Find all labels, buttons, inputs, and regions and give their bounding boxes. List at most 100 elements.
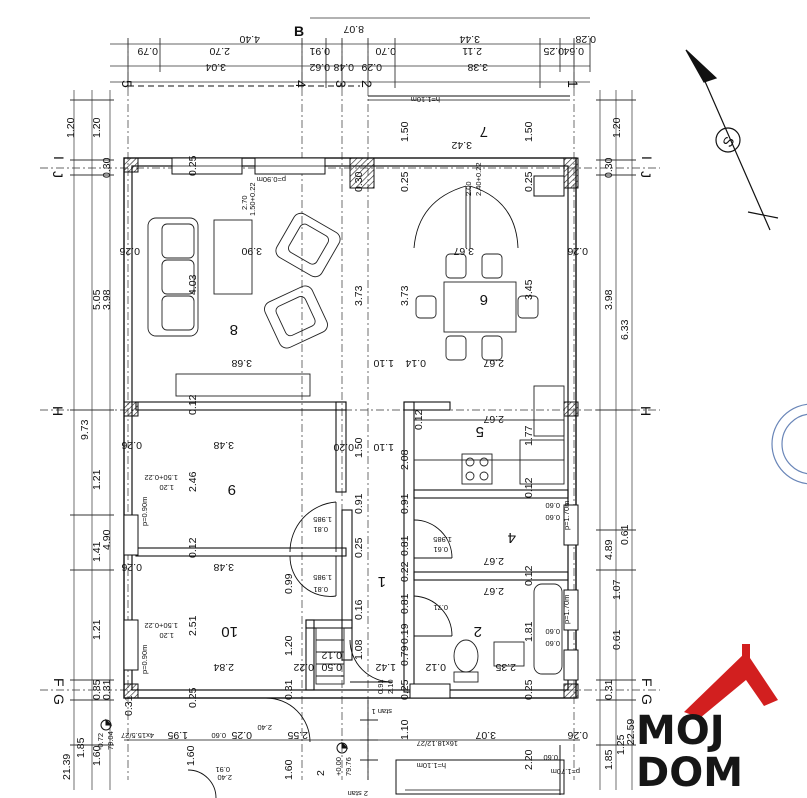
axis-1: 1	[565, 80, 581, 88]
right-dim: 0.31	[603, 679, 615, 700]
dim-label: 1.50	[353, 437, 365, 458]
right-dim: 6.33	[619, 319, 631, 340]
dim-label: 0.81	[399, 535, 411, 556]
dim-label: 0.12	[523, 477, 535, 498]
left-dim: 1.60	[91, 745, 103, 766]
left-dim: 0.30	[101, 157, 113, 178]
dim-label: -0.72	[96, 733, 105, 750]
dim-label: 1.20	[283, 635, 295, 656]
dim-label: 0.26	[121, 561, 142, 573]
left-dim: 1.60	[185, 745, 197, 766]
left-dim: 5.05	[91, 289, 103, 310]
dim-label: 0.30	[353, 171, 365, 192]
room-number: 7	[480, 123, 488, 140]
dim-label: 1.50	[399, 121, 411, 142]
right-dim: 0.61	[611, 629, 623, 650]
dim-label: h=1.10m	[411, 95, 440, 104]
dim-label: 1.95	[167, 729, 188, 741]
dim-label: 0.26	[121, 439, 142, 451]
room-number: 9	[228, 481, 236, 498]
right-dim: 22.59	[625, 719, 637, 745]
dim-label: 0.60	[211, 731, 226, 740]
dim-label: 2.00	[464, 181, 473, 196]
dim-label: 0.60	[545, 639, 560, 648]
dim-label: 2.67	[483, 413, 504, 425]
left-dim: 4.90	[101, 529, 113, 550]
dim-label: h=1.10m	[417, 761, 446, 770]
axis-left-h: H	[50, 406, 66, 416]
dim-label: 0.22	[399, 561, 411, 582]
roof-icon	[684, 652, 778, 718]
dim-label: 0.60	[543, 753, 558, 762]
dim-label: 0.22	[293, 661, 314, 673]
top-dim: 3.04	[205, 61, 226, 73]
dim-label: 2.67	[483, 585, 504, 597]
top-dim: 4.40	[239, 33, 260, 45]
dim-label: 1.60	[283, 759, 295, 780]
dim-label: 1.50+0.22	[144, 473, 178, 482]
dim-label: 0.91	[215, 765, 230, 774]
north-arrow-icon	[685, 49, 779, 231]
dim-label: 2.40	[257, 723, 272, 732]
dim-label: 2.40+0.22	[474, 162, 483, 196]
dim-label: 0.60	[545, 513, 560, 522]
right-dim: 1.85	[603, 749, 615, 770]
dim-label: 0.31	[123, 695, 135, 716]
dim-label: 3.42	[451, 139, 472, 151]
left-dim: 3.98	[101, 289, 113, 310]
dim-label: p=1.70m	[562, 595, 571, 624]
dim-label: 2.70	[240, 195, 249, 210]
dim-label: 1.77	[523, 425, 535, 446]
room-number: 8	[230, 321, 238, 338]
dim-label: 3.67	[453, 245, 474, 257]
dim-label: 1.10	[399, 719, 411, 740]
top-dim: 3.38	[467, 61, 488, 73]
dim-label: 16x18.12/27	[417, 739, 458, 748]
dim-label: 0.81	[399, 593, 411, 614]
dim-label: 2 stan	[348, 789, 368, 798]
dim-label: 0.25	[523, 679, 535, 700]
dim-label: 0.14	[405, 357, 426, 369]
dim-label: 0.31	[283, 679, 295, 700]
north-arrow-letter: S	[719, 134, 738, 150]
dim-label: 2	[315, 770, 327, 776]
dim-label: 0.91	[376, 679, 385, 694]
dim-label: 0.26	[567, 245, 588, 257]
dim-label: 0.25	[187, 155, 199, 176]
top-dim: 3.44	[459, 33, 480, 45]
dim-label: p=1.70m	[551, 767, 580, 776]
right-dim: 0.61	[619, 524, 631, 545]
left-dim: 1.20	[65, 117, 77, 138]
dim-label: 2.08	[399, 449, 411, 470]
dim-label: 0.20	[333, 441, 354, 453]
dim-label: 2.84	[213, 661, 234, 673]
dim-label: 0.25	[399, 171, 411, 192]
room-number: 6	[480, 291, 488, 308]
left-dim: 21.39	[61, 754, 73, 780]
axis-right-h: H	[638, 406, 654, 416]
room-number: 5	[476, 423, 484, 440]
left-dim: 1.21	[91, 619, 103, 640]
dim-label: 0.26	[119, 245, 140, 257]
brand-line2: DOM	[636, 750, 743, 796]
walls	[123, 85, 580, 795]
dim-label: 0.60	[545, 501, 560, 510]
dim-label: 0.12	[523, 565, 535, 586]
axis-2: 2	[359, 80, 375, 88]
dim-label: 0.61	[433, 545, 448, 554]
dim-label: 3.45	[523, 279, 535, 300]
dim-label: 4x15.5/27	[121, 731, 154, 740]
dim-label: stan 1	[372, 707, 392, 716]
right-dim: 1.20	[611, 117, 623, 138]
dim-label: 0.16	[353, 599, 365, 620]
dim-label: 0.26	[567, 729, 588, 741]
interior-dimensions: 3.68 4.03 3.90 0.25 0.25 0.26 0.12 2.70 …	[96, 95, 588, 798]
brand-logo: MOJ DOM	[636, 644, 778, 796]
left-dim: 1.20	[91, 117, 103, 138]
right-dim: 1.25	[615, 734, 627, 755]
dim-label: 3.68	[231, 357, 252, 369]
room-number: 2	[474, 623, 482, 640]
dim-label: 1.81	[523, 621, 535, 642]
dim-label: 1.08	[353, 639, 365, 660]
